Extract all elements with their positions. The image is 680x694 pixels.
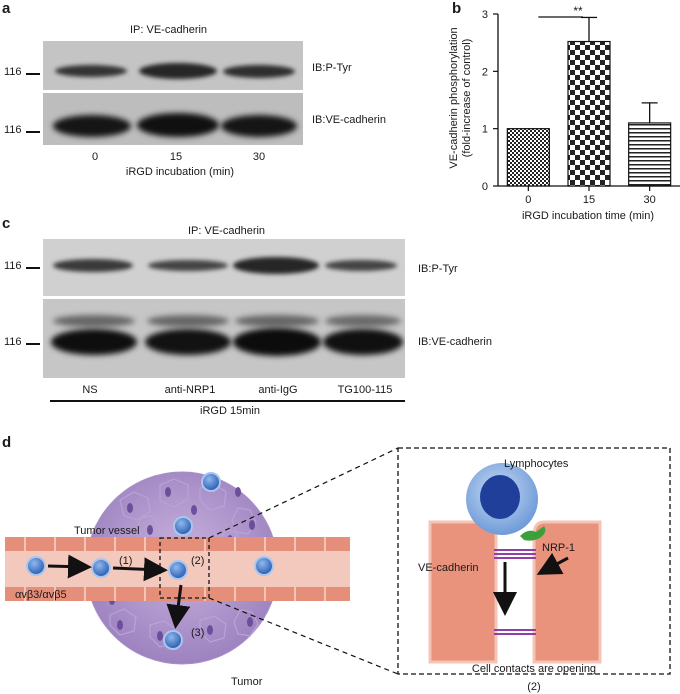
panel-b-ylabel-line1: VE-cadherin phosphorylation bbox=[448, 27, 460, 168]
panel-c-letter: c bbox=[2, 215, 11, 232]
band bbox=[147, 315, 229, 327]
band bbox=[323, 329, 403, 355]
tumor-nuclei bbox=[109, 487, 255, 641]
band bbox=[235, 315, 319, 327]
inset-nrp1-arrow bbox=[536, 552, 569, 575]
y-tick-label: 1 bbox=[482, 124, 488, 136]
panel-a-lane-0: 0 bbox=[91, 151, 99, 163]
bar-30 bbox=[628, 122, 672, 187]
band bbox=[139, 63, 217, 79]
marker-tick bbox=[26, 343, 40, 345]
label-step1: (1) bbox=[119, 555, 132, 567]
zoom-line-bottom bbox=[208, 597, 399, 675]
vessel-wall-top bbox=[5, 537, 350, 551]
band bbox=[53, 259, 133, 272]
label-vecadherin: VE-cadherin bbox=[418, 562, 479, 574]
diagram-arrows bbox=[47, 554, 191, 629]
y-tick-label: 3 bbox=[482, 9, 488, 21]
panel-c-lane-anti-nrp1: anti-NRP1 bbox=[164, 384, 216, 396]
label-contacts: Cell contacts are opening bbox=[472, 663, 596, 675]
band bbox=[325, 260, 397, 271]
panel-c-xlabel: iRGD 15min bbox=[200, 405, 260, 417]
panel-c-blot-ptyr bbox=[43, 239, 405, 296]
band bbox=[233, 257, 319, 274]
label-tumor-vessel: Tumor vessel bbox=[74, 525, 140, 537]
panel-c-bracket bbox=[50, 400, 405, 402]
marker-tick bbox=[26, 131, 40, 133]
band bbox=[53, 115, 131, 137]
inset-lymphocyte-nucleus bbox=[480, 475, 520, 519]
label-lymphocytes: Lymphocytes bbox=[504, 458, 569, 470]
band bbox=[55, 65, 127, 77]
panel-a-ib-top: IB:P-Tyr bbox=[312, 62, 352, 74]
panel-a-ib-bottom: IB:VE-cadherin bbox=[312, 114, 386, 126]
vessel-wall-bottom bbox=[5, 587, 350, 601]
label-step2: (2) bbox=[191, 555, 204, 567]
tumor-cells bbox=[109, 478, 259, 648]
panel-b-ylabel-line2: (fold-increase of control) bbox=[461, 39, 473, 158]
band bbox=[137, 113, 219, 137]
y-tick-label: 2 bbox=[482, 66, 488, 78]
y-tick-label: 0 bbox=[482, 181, 488, 193]
panel-a-marker-bottom: 116 bbox=[4, 124, 22, 136]
bar-0 bbox=[506, 128, 550, 187]
panel-b-significance: ** bbox=[573, 4, 583, 18]
inset-cadherin-junctions bbox=[494, 549, 536, 635]
bar-15 bbox=[567, 40, 611, 187]
panel-d-diagram: Tumor vessel (1) (2) (3) αvβ3/αvβ5 Tumor… bbox=[5, 447, 671, 693]
zoom-box bbox=[159, 537, 210, 599]
panel-a-ip-label: IP: VE-cadherin bbox=[130, 24, 208, 36]
band bbox=[145, 329, 231, 355]
band bbox=[148, 260, 228, 271]
panel-a-blot-ptyr bbox=[43, 41, 303, 90]
panel-a-marker-top: 116 bbox=[4, 66, 22, 78]
zoom-line-top bbox=[208, 447, 399, 539]
panel-a-lane-15: 15 bbox=[169, 151, 183, 163]
panel-a-letter: a bbox=[2, 0, 11, 17]
inset-nrp1-receptor bbox=[520, 526, 546, 541]
marker-tick bbox=[26, 73, 40, 75]
panel-c-ip-label: IP: VE-cadherin bbox=[188, 225, 266, 237]
x-tick-label-0: 0 bbox=[525, 194, 531, 206]
marker-tick bbox=[26, 267, 40, 269]
band bbox=[53, 315, 135, 327]
panel-c-lane-tg100: TG100-115 bbox=[337, 384, 393, 396]
panel-b-xlabel: iRGD incubation time (min) bbox=[522, 210, 654, 222]
panel-a-xlabel: iRGD incubation (min) bbox=[125, 166, 235, 178]
label-tumor: Tumor bbox=[231, 676, 263, 688]
label-nrp1: NRP-1 bbox=[542, 542, 575, 554]
x-tick-label-15: 15 bbox=[583, 194, 595, 206]
band bbox=[221, 115, 297, 137]
x-tick-label-30: 30 bbox=[644, 194, 656, 206]
panel-d-letter: d bbox=[2, 434, 12, 451]
vessel-cell-borders bbox=[24, 537, 326, 601]
panel-b-bars bbox=[506, 16, 672, 187]
panel-c-marker-top: 116 bbox=[4, 260, 22, 272]
band bbox=[325, 315, 401, 327]
panel-c-ib-top: IB:P-Tyr bbox=[418, 263, 458, 275]
inset-cell-left bbox=[428, 520, 498, 664]
label-integrins: αvβ3/αvβ5 bbox=[15, 589, 67, 601]
panel-c-ib-bottom: IB:VE-cadherin bbox=[418, 336, 492, 348]
panel-c-lane-ns: NS bbox=[82, 384, 98, 396]
panel-a-blot-vecad bbox=[43, 93, 303, 145]
panel-c-blot-vecad bbox=[43, 299, 405, 378]
label-inset-step: (2) bbox=[527, 681, 540, 693]
lymphocyte-cells bbox=[26, 472, 274, 650]
panel-a-lane-30: 30 bbox=[252, 151, 266, 163]
band bbox=[233, 328, 321, 356]
label-step3: (3) bbox=[191, 627, 204, 639]
panel-c-marker-bottom: 116 bbox=[4, 336, 22, 348]
band bbox=[223, 65, 295, 78]
band bbox=[51, 329, 137, 355]
panel-c-lane-anti-igg: anti-IgG bbox=[258, 384, 298, 396]
panel-b-letter: b bbox=[452, 0, 462, 17]
